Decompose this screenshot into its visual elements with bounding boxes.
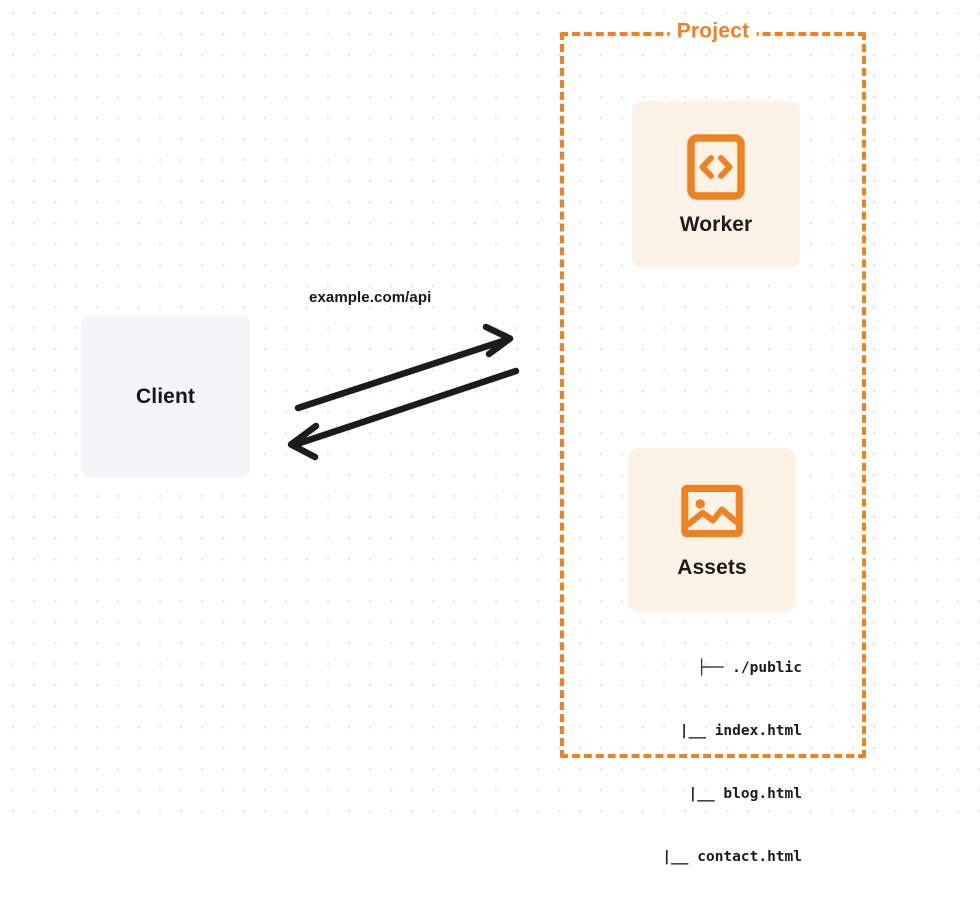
client-node-label: Client bbox=[136, 384, 195, 408]
code-brackets-icon bbox=[685, 133, 747, 201]
image-icon bbox=[681, 480, 743, 542]
file-tree-line: |__ index.html bbox=[653, 723, 802, 739]
request-arrow bbox=[294, 323, 514, 412]
assets-node-label: Assets bbox=[677, 556, 747, 579]
file-tree-line: |__ contact.html bbox=[662, 849, 802, 865]
worker-node-label: Worker bbox=[679, 212, 753, 236]
diagram-canvas: Client Project Worker Assets ├── ./publi… bbox=[0, 0, 980, 865]
client-node[interactable]: Client bbox=[81, 315, 250, 478]
project-group-boundary: Project bbox=[560, 19, 866, 758]
assets-file-tree: ├── ./public |__ index.html |__ blog.htm… bbox=[602, 616, 802, 910]
worker-node[interactable]: Worker bbox=[632, 101, 800, 268]
request-url-label: example.com/api bbox=[309, 289, 432, 306]
assets-node[interactable]: Assets bbox=[628, 448, 796, 612]
project-group-label: Project bbox=[669, 19, 757, 44]
response-arrow bbox=[287, 367, 520, 461]
file-tree-line: ├── ./public bbox=[697, 660, 802, 676]
file-tree-line: |__ blog.html bbox=[662, 786, 803, 802]
